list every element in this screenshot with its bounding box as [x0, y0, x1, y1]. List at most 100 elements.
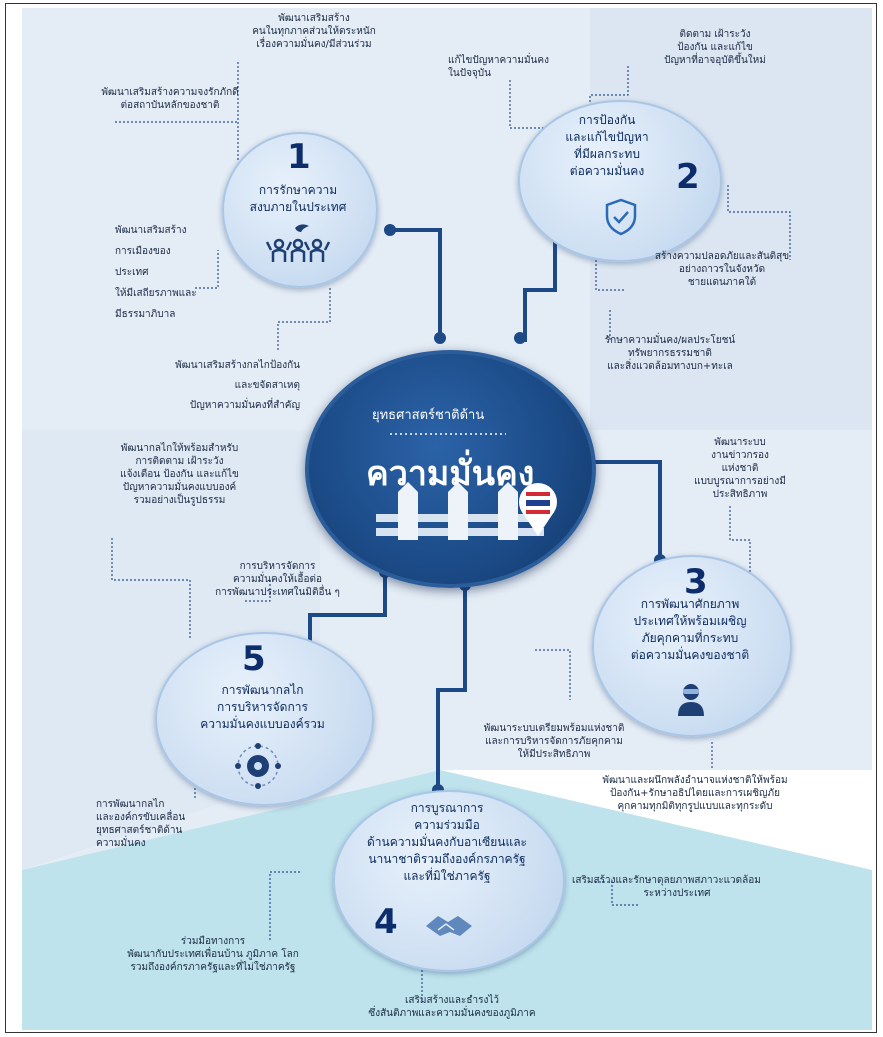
node-1-title-line: สงบภายในประเทศ: [249, 200, 347, 214]
node-4-title-line: และที่มิใช่ภาครัฐ: [403, 869, 491, 883]
node-2-title-line: ต่อความมั่นคง: [569, 164, 645, 178]
handshake-icon: [426, 916, 472, 936]
outer-frame: [5, 3, 877, 1033]
note-line: อย่างถาวรในจังหวัด: [678, 264, 766, 275]
center-divider: [390, 433, 506, 435]
note-line: พัฒนาเสริมสร้าง: [278, 13, 350, 24]
note-line: การติดตาม เฝ้าระวัง: [135, 456, 224, 467]
node-2-title-line: การป้องกัน: [578, 113, 636, 127]
node-3-title-line: ภัยคุกคามที่กระทบ: [641, 631, 739, 645]
note-line: ต่อสถาบันหลักของชาติ: [120, 100, 220, 111]
node-3-number: 3: [684, 562, 708, 602]
note-line: ระหว่างประเทศ: [643, 888, 711, 899]
node-2-title-line: และแก้ไขปัญหา: [565, 130, 649, 144]
node-3-title-line: ประเทศให้พร้อมเผชิญ: [633, 614, 747, 628]
note-line: พัฒนาเสริมสร้าง: [115, 225, 187, 236]
note-line: ปัญหาที่อาจอุบัติขึ้นใหม่: [664, 55, 766, 66]
gear-network-icon: [235, 743, 281, 789]
vr-soldier-icon: [678, 684, 704, 716]
note-line: งานข่าวกรอง: [711, 450, 769, 461]
note-line: เสริมสร้างและธำรงไว้: [404, 995, 500, 1006]
note-line: ปัญหาความมั่นคงแบบองค์: [122, 482, 237, 493]
note-line: คนในทุกภาคส่วนให้ตระหนัก: [252, 26, 376, 37]
note-a3: พัฒนาเสริมสร้าง การเมืองของ ประเทศ ให้มี…: [115, 220, 197, 325]
node-5-title-line: การบริหารจัดการ: [217, 700, 308, 714]
note-line: และองค์กรขับเคลื่อน: [96, 812, 186, 823]
note-d3: เสริมสร้างและธำรงไว้ ซึ่งสันติภาพและความ…: [352, 994, 552, 1020]
node-4-title-line: ความร่วมมือ: [414, 818, 480, 832]
leader-lines: [111, 62, 791, 1000]
node-4-title-line: การบูรณาการ: [410, 801, 484, 815]
note-line: การพัฒนากลไก: [96, 799, 165, 810]
note-line: พัฒนากลไกให้พร้อมสำหรับ: [120, 443, 239, 454]
note-line: พัฒนาและผนึกพลังอำนาจแห่งชาติให้พร้อม: [602, 775, 788, 786]
note-line: พัฒนาเสริมสร้างกลไกป้องกัน: [175, 360, 300, 371]
node-2-number: 2: [676, 157, 700, 197]
center-subtitle: ยุทธศาสตร์ชาติด้าน: [372, 408, 485, 423]
note-line: ร่วมมือทางการ: [180, 936, 246, 947]
node-2-title: การป้องกัน และแก้ไขปัญหา ที่มีผลกระทบ ต่…: [532, 112, 682, 180]
node-2-title-line: ที่มีผลกระทบ: [574, 147, 640, 161]
note-a1: พัฒนาเสริมสร้าง คนในทุกภาคส่วนให้ตระหนัก…: [244, 12, 384, 51]
node-4-title-line: นานาชาติรวมถึงองค์กรภาครัฐ: [368, 852, 526, 866]
note-line: การพัฒนาประเทศในมิติอื่น ๆ: [215, 587, 340, 598]
note-line: ประสิทธิภาพ: [712, 489, 768, 500]
node-5-circle: [155, 632, 374, 806]
note-line: รวมอย่างเป็นรูปธรรม: [133, 495, 226, 506]
note-d1: เสริมสร้างและรักษาดุลยภาพสภาวะแวดล้อม ระ…: [572, 874, 782, 900]
note-line: แห่งชาติ: [721, 463, 759, 474]
note-line: และขจัดสาเหตุ: [234, 380, 300, 391]
note-line: ยุทธศาสตร์ชาติด้าน: [96, 825, 183, 836]
note-line: ปัญหาความมั่นคงที่สำคัญ: [189, 400, 300, 411]
note-line: ความมั่นคง: [96, 838, 146, 849]
node-2-circle: [518, 100, 722, 262]
node-5-title: การพัฒนากลไก การบริหารจัดการ ความมั่นคงแ…: [160, 682, 365, 733]
note-line: การบริหารจัดการ: [239, 561, 316, 572]
node-4-title-line: ด้านความมั่นคงกับอาเซียนและ: [367, 835, 527, 849]
node-1-title: การรักษาความ สงบภายในประเทศ: [232, 182, 364, 216]
note-line: ในปัจจุบัน: [448, 68, 491, 79]
note-line: ป้องกัน และแก้ไข: [677, 42, 753, 53]
node-1-number: 1: [287, 137, 311, 177]
node-5-number: 5: [242, 639, 266, 679]
node-1-circle: [222, 132, 378, 288]
note-e2: การบริหารจัดการ ความมั่นคงให้เอื้อต่อ กา…: [195, 560, 360, 599]
node-3-title-line: ต่อความมั่นคงของชาติ: [630, 648, 750, 662]
note-b1: แก้ไขปัญหาความมั่นคง ในปัจจุบัน: [448, 54, 549, 80]
note-line: ให้มีประสิทธิภาพ: [517, 749, 591, 760]
connectors: [308, 228, 662, 790]
center-circle: [305, 350, 596, 588]
note-line: พัฒนาระบบเตรียมพร้อมแห่งชาติ: [483, 723, 625, 734]
note-line: ซึ่งสันติภาพและความมั่นคงของภูมิภาค: [368, 1008, 536, 1019]
note-line: ประเทศ: [115, 267, 149, 278]
node-3-title-line: การพัฒนาศักยภาพ: [640, 597, 740, 611]
note-b3: สร้างความปลอดภัยและสันติสุข อย่างถาวรในจ…: [632, 250, 812, 289]
node-4-title: การบูรณาการ ความร่วมมือ ด้านความมั่นคงกั…: [333, 800, 561, 885]
note-line: ให้มีเสถียรภาพและ: [115, 288, 197, 299]
node-4-circle: [333, 790, 565, 972]
note-line: พัฒนากับประเทศเพื่อนบ้าน ภูมิภาค โลก: [127, 949, 299, 960]
node-4-number: 4: [374, 902, 398, 942]
note-c1: พัฒนาระบบ งานข่าวกรอง แห่งชาติ แบบบูรณาก…: [680, 436, 800, 501]
note-line: แจ้งเตือน ป้องกัน และแก้ไข: [120, 469, 239, 480]
note-b4: รักษาความมั่นคง/ผลประโยชน์ ทรัพยากรธรรมช…: [585, 334, 755, 373]
note-line: และสิ่งแวดล้อมทางบก+ทะเล: [607, 361, 733, 372]
note-line: การเมืองของ: [115, 246, 171, 257]
note-line: สร้างความปลอดภัยและสันติสุข: [654, 251, 790, 262]
note-d2: ร่วมมือทางการ พัฒนากับประเทศเพื่อนบ้าน ภ…: [98, 935, 328, 974]
note-line: เสริมสร้างและรักษาดุลยภาพสภาวะแวดล้อม: [572, 875, 761, 886]
unity-people-icon: [265, 224, 331, 262]
node-5-title-line: ความมั่นคงแบบองค์รวม: [200, 717, 325, 731]
note-b2: ติดตาม เฝ้าระวัง ป้องกัน และแก้ไข ปัญหาท…: [640, 28, 790, 67]
note-c3: พัฒนาและผนึกพลังอำนาจแห่งชาติให้พร้อม ป้…: [585, 774, 805, 813]
note-line: ความมั่นคงให้เอื้อต่อ: [233, 574, 322, 585]
note-line: เรื่องความมั่นคง/มีส่วนร่วม: [256, 39, 372, 50]
note-line: มีธรรมาภิบาล: [115, 309, 176, 320]
note-a4: พัฒนาเสริมสร้างกลไกป้องกัน และขจัดสาเหตุ…: [140, 356, 300, 416]
note-line: พัฒนาเสริมสร้างความจงรักภักดี: [101, 87, 239, 98]
note-c2: พัฒนาระบบเตรียมพร้อมแห่งชาติ และการบริหา…: [464, 722, 644, 761]
note-e1: พัฒนากลไกให้พร้อมสำหรับ การติดตาม เฝ้าระ…: [92, 442, 267, 507]
note-a2: พัฒนาเสริมสร้างความจงรักภักดี ต่อสถาบันห…: [90, 86, 250, 112]
fence-flag-icon: [376, 482, 557, 540]
